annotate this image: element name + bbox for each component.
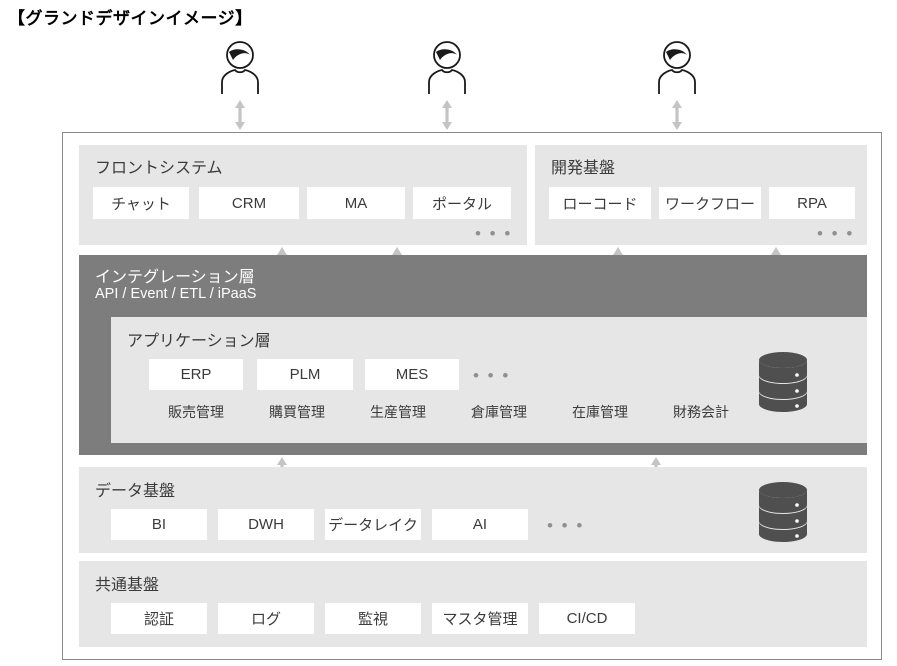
application-function-production: 生産管理 xyxy=(370,404,426,420)
dev-platform-item-lowcode[interactable]: ローコード xyxy=(549,187,651,219)
common-platform-item-log[interactable]: ログ xyxy=(218,603,314,634)
database-icon xyxy=(755,481,811,543)
front-system-item-crm[interactable]: CRM xyxy=(199,187,299,219)
arrow-actor-left-to-front xyxy=(233,100,247,130)
data-platform-panel: データ基盤 BI DWH データレイク AI • • • xyxy=(79,467,867,553)
data-platform-item-dwh[interactable]: DWH xyxy=(218,509,314,540)
common-platform-item-master[interactable]: マスタ管理 xyxy=(432,603,528,634)
application-function-purchasing: 購買管理 xyxy=(269,404,325,420)
common-platform-item-monitoring[interactable]: 監視 xyxy=(325,603,421,634)
database-icon xyxy=(755,351,811,413)
application-function-inventory: 在庫管理 xyxy=(572,404,628,420)
application-function-warehouse: 倉庫管理 xyxy=(471,404,527,420)
actor-person-left-icon xyxy=(212,38,268,94)
common-platform-panel: 共通基盤 認証 ログ 監視 マスタ管理 CI/CD xyxy=(79,561,867,647)
integration-layer-title: インテグレーション層 xyxy=(95,269,255,286)
application-system-erp[interactable]: ERP xyxy=(149,359,243,390)
dev-platform-item-rpa[interactable]: RPA xyxy=(769,187,855,219)
data-platform-ellipsis: • • • xyxy=(547,516,585,535)
integration-layer-panel: インテグレーション層 API / Event / ETL / iPaaS アプリ… xyxy=(79,255,867,455)
front-system-ellipsis: • • • xyxy=(475,224,513,243)
dev-platform-item-workflow[interactable]: ワークフロー xyxy=(659,187,761,219)
integration-layer-subtitle: API / Event / ETL / iPaaS xyxy=(95,286,257,302)
data-platform-title: データ基盤 xyxy=(95,483,176,500)
page-title: 【グランドデザインイメージ】 xyxy=(8,9,253,28)
arrow-actor-center-to-front xyxy=(440,100,454,130)
front-system-panel: フロントシステム チャット CRM MA ポータル • • • xyxy=(79,145,527,245)
application-layer-ellipsis: • • • xyxy=(473,366,511,385)
front-system-item-ma[interactable]: MA xyxy=(307,187,405,219)
application-layer-panel: アプリケーション層 ERP PLM MES • • • 販売管理 購買管理 生産… xyxy=(111,317,867,443)
dev-platform-panel: 開発基盤 ローコード ワークフロー RPA • • • xyxy=(535,145,867,245)
common-platform-item-auth[interactable]: 認証 xyxy=(111,603,207,634)
common-platform-item-cicd[interactable]: CI/CD xyxy=(539,603,635,634)
common-platform-title: 共通基盤 xyxy=(95,577,160,594)
actor-person-center-icon xyxy=(419,38,475,94)
dev-platform-ellipsis: • • • xyxy=(817,224,855,243)
application-function-sales: 販売管理 xyxy=(168,404,224,420)
application-system-plm[interactable]: PLM xyxy=(257,359,353,390)
application-function-accounting: 財務会計 xyxy=(673,404,729,420)
front-system-item-chat[interactable]: チャット xyxy=(93,187,189,219)
front-system-title: フロントシステム xyxy=(95,160,223,177)
data-platform-item-ai[interactable]: AI xyxy=(432,509,528,540)
actor-person-right-icon xyxy=(649,38,705,94)
front-system-item-portal[interactable]: ポータル xyxy=(413,187,511,219)
data-platform-item-bi[interactable]: BI xyxy=(111,509,207,540)
application-system-mes[interactable]: MES xyxy=(365,359,459,390)
application-layer-title: アプリケーション層 xyxy=(127,333,271,350)
data-platform-item-datalake[interactable]: データレイク xyxy=(325,509,421,540)
dev-platform-title: 開発基盤 xyxy=(551,160,616,177)
arrow-actor-right-to-dev xyxy=(670,100,684,130)
system-architecture-frame: フロントシステム チャット CRM MA ポータル • • • 開発基盤 ローコ… xyxy=(62,132,882,660)
